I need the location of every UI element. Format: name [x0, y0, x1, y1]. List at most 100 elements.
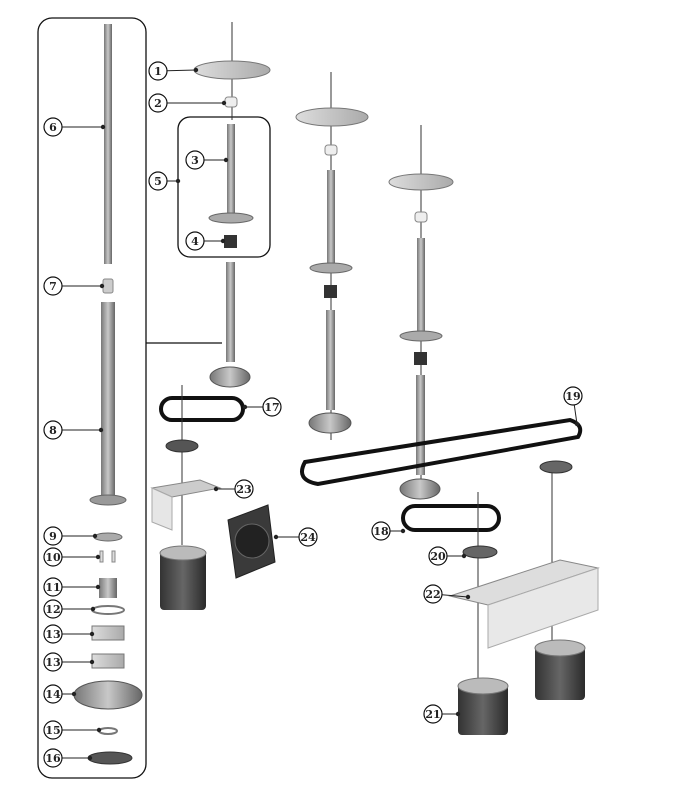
leader-dot: [461, 553, 467, 559]
motor-right-top: [534, 639, 586, 657]
callout-12: 12: [43, 599, 96, 619]
callout-number: 6: [49, 121, 57, 134]
tube-b: [326, 310, 335, 410]
plate-b2: [309, 262, 353, 274]
leader-dot: [213, 486, 219, 492]
leader-dot: [95, 584, 101, 590]
callout-9: 9: [43, 526, 98, 546]
leader-dot: [242, 404, 248, 410]
leader-dot: [89, 631, 95, 637]
callout-23: 23: [213, 479, 254, 499]
leader-dot: [87, 755, 93, 761]
callout-3: 3: [185, 150, 229, 170]
callout-circle: [43, 624, 63, 644]
plate-c: [388, 173, 454, 191]
callout-circle: [43, 577, 63, 597]
callout-number: 3: [191, 154, 199, 167]
callout-24: 24: [273, 527, 318, 547]
leader-dot: [400, 528, 406, 534]
belt-18: [401, 504, 501, 532]
leader-dot: [193, 67, 199, 73]
callout-number: 9: [49, 530, 57, 543]
callout-circle: [262, 397, 282, 417]
leader-dot: [89, 659, 95, 665]
coupler-7: [102, 278, 114, 294]
callout-number: 4: [191, 235, 199, 248]
leader-dot: [273, 534, 279, 540]
callout-21: 21: [423, 704, 461, 724]
flange-8: [89, 494, 127, 506]
plate-c2: [399, 330, 443, 342]
callout-2: 2: [148, 93, 227, 113]
drive-parts: [150, 385, 600, 735]
callout-11: 11: [43, 577, 101, 597]
callout-number: 1: [154, 65, 162, 78]
leader-dot: [175, 178, 181, 184]
pulley-20: [462, 545, 498, 559]
leader-dot: [92, 533, 98, 539]
callout-circle: [148, 61, 168, 81]
leader-dot: [71, 691, 77, 697]
callout-circle: [43, 420, 63, 440]
callouts: 1234567891011121313141516171819202122232…: [43, 61, 583, 768]
leader-line: [573, 404, 578, 425]
leader-dot: [220, 238, 226, 244]
callout-number: 14: [45, 688, 61, 701]
callout-5: 5: [148, 171, 181, 191]
leader-dot: [223, 157, 229, 163]
nut-4: [224, 235, 237, 248]
plate-1: [193, 60, 271, 80]
callout-number: 2: [154, 97, 162, 110]
callout-number: 21: [425, 708, 440, 721]
callout-circle: [43, 720, 63, 740]
leader-dot: [98, 427, 104, 433]
tube-8: [101, 302, 115, 498]
cap-c: [414, 211, 428, 223]
bracket-22-side: [487, 567, 599, 649]
assembly-5-frame: [177, 116, 271, 258]
callout-number: 13: [45, 628, 60, 641]
callout-circle: [43, 599, 63, 619]
callout-circle: [423, 584, 443, 604]
pulley-19-motor: [539, 460, 573, 474]
callout-number: 16: [45, 752, 61, 765]
left-parts-frame: [37, 17, 147, 779]
pulley-c: [399, 478, 441, 500]
leader-dot: [574, 421, 580, 427]
callout-circle: [43, 652, 63, 672]
leader-dot: [455, 711, 461, 717]
leader-dot: [96, 727, 102, 733]
callout-circle: [185, 150, 205, 170]
callout-15: 15: [43, 720, 102, 740]
callout-number: 19: [565, 390, 580, 403]
callout-22: 22: [423, 584, 471, 604]
callout-number: 12: [45, 603, 60, 616]
callout-circle: [148, 93, 168, 113]
left-parts: [73, 24, 143, 765]
ring-15: [98, 727, 118, 735]
callout-circle: [148, 171, 168, 191]
callout-13: 13: [43, 652, 95, 672]
disk-16: [87, 751, 133, 765]
pulley-b: [308, 412, 352, 434]
nut-c: [414, 352, 427, 365]
belt-19: [300, 417, 583, 487]
motor-pulley-left: [165, 439, 199, 453]
bearing-13b: [91, 653, 125, 669]
callout-number: 15: [45, 724, 60, 737]
leader-dot: [100, 124, 106, 130]
callout-20: 20: [428, 546, 467, 566]
callout-13: 13: [43, 624, 95, 644]
cap-b: [324, 144, 338, 156]
callout-circle: [43, 547, 63, 567]
callout-number: 10: [45, 551, 61, 564]
leader-dot: [465, 594, 471, 600]
leader-dot: [90, 606, 96, 612]
callout-circle: [371, 521, 391, 541]
bracket-23-side: [151, 487, 173, 531]
leader-dot: [95, 554, 101, 560]
fan-24-blades: [234, 523, 270, 559]
tube-c: [416, 375, 425, 475]
callout-number: 17: [264, 401, 279, 414]
